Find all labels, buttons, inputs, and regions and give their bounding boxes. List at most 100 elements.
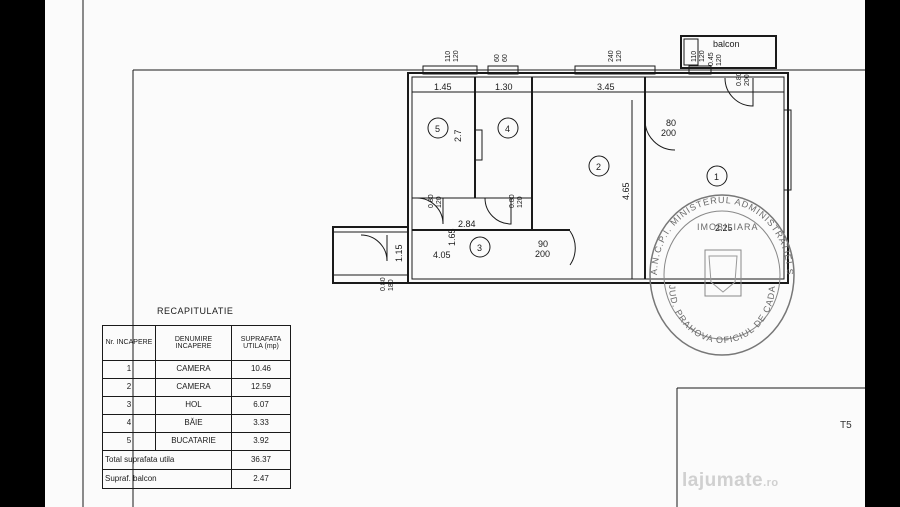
header-nr: Nr. INCAPERE	[102, 325, 156, 361]
window	[422, 65, 478, 75]
balcony-area-value: 2.47	[231, 469, 291, 489]
cell-nr: 2	[102, 378, 156, 397]
cell-area: 3.92	[231, 432, 291, 451]
cell-area: 6.07	[231, 396, 291, 415]
dim-window-2b: 60	[502, 54, 509, 62]
dim-window-3b: 120	[616, 50, 623, 62]
cadastre-stamp: A.N.C.P.I. MINISTERUL ADMINISTRATIEI SI …	[647, 190, 795, 356]
coat-of-arms-icon	[704, 249, 742, 297]
window	[487, 65, 519, 75]
door-arc	[484, 197, 512, 225]
cell-area: 3.33	[231, 414, 291, 433]
dim-window-4: 110	[691, 51, 698, 62]
recap-table: Nr. INCAPERE DENUMIRE INCAPERE SUPRAFATA…	[102, 325, 291, 489]
dim-window-4b: 120	[699, 50, 706, 62]
height-room-5: 2.7	[453, 129, 463, 142]
cell-name: CAMERA	[155, 378, 232, 397]
table-header-row: Nr. INCAPERE DENUMIRE INCAPERE SUPRAFATA…	[102, 325, 291, 361]
cell-nr: 3	[102, 396, 156, 415]
cell-nr: 1	[102, 360, 156, 379]
room-number-3: 3	[477, 243, 482, 253]
dim-window-3: 240	[608, 50, 615, 62]
table-row: 4 BĂIE 3.33	[102, 414, 291, 433]
door-label: 200	[535, 249, 550, 259]
cell-area: 10.46	[231, 360, 291, 379]
balcony	[680, 35, 777, 69]
door-label: 90	[538, 239, 548, 249]
total-row: Total suprafata utila 36.37	[102, 450, 291, 470]
dim-window-5: 0.45	[708, 52, 715, 66]
cell-name: BUCATARIE	[155, 432, 232, 451]
dim-window-1b: 120	[453, 50, 460, 62]
balcony-row: Supraf. balcon 2.47	[102, 469, 291, 489]
watermark-tld: .ro	[763, 477, 779, 489]
table-row: 2 CAMERA 12.59	[102, 378, 291, 397]
wall-niche	[475, 129, 483, 161]
door-arc	[360, 234, 388, 262]
window	[574, 65, 656, 75]
table-row: 1 CAMERA 10.46	[102, 360, 291, 379]
cell-name: HOL	[155, 396, 232, 415]
door-arc	[724, 77, 754, 107]
room-number-2: 2	[596, 162, 601, 172]
table-row: 5 BUCATARIE 3.92	[102, 432, 291, 451]
header-area: SUPRAFATA UTILA (mp)	[231, 325, 291, 361]
height-hall: 1.65	[447, 228, 457, 246]
room-marker	[706, 165, 728, 187]
door-label: 200	[661, 128, 676, 138]
watermark: lajumate.ro	[682, 470, 779, 492]
window	[688, 65, 712, 75]
door-arc	[416, 197, 444, 225]
watermark-name: lajumate	[682, 470, 764, 491]
room-marker	[427, 117, 449, 139]
door-label: 120	[436, 196, 443, 208]
stamp-outer-text: A.N.C.P.I. MINISTERUL ADMINISTRATIEI SI …	[647, 190, 795, 276]
room-number-5: 5	[435, 124, 440, 134]
stamp-center-text: IMOBILIARA	[697, 222, 759, 232]
cell-name: BĂIE	[155, 414, 232, 433]
door-label: 80	[666, 118, 676, 128]
balcony-label: balcon	[713, 39, 740, 49]
header-name: DENUMIRE INCAPERE	[155, 325, 232, 361]
room-number-1: 1	[714, 172, 719, 182]
width-room-4: 1.30	[495, 82, 513, 92]
door-arc	[569, 230, 576, 266]
cell-name: CAMERA	[155, 360, 232, 379]
dim-balcony-door-b: 200	[744, 74, 751, 86]
floor-plan: balcon 110 120 60 60 240 120 110 120 0.4…	[82, 0, 865, 507]
total-label: Total suprafata utila	[102, 450, 232, 470]
room-number-4: 4	[505, 124, 510, 134]
table-row: 3 HOL 6.07	[102, 396, 291, 415]
outer-walls	[407, 72, 789, 284]
cell-nr: 5	[102, 432, 156, 451]
cell-area: 12.59	[231, 378, 291, 397]
dim-window-1: 110	[445, 51, 452, 62]
dim-window-5b: 120	[716, 54, 723, 66]
room-marker	[497, 117, 519, 139]
height-room-2: 4.65	[621, 182, 631, 200]
document-sheet: balcon 110 120 60 60 240 120 110 120 0.4…	[45, 0, 865, 507]
dim-window-2: 60	[494, 54, 501, 62]
window	[783, 109, 792, 191]
door-label: 120	[517, 196, 524, 208]
door-label: 180	[388, 279, 395, 291]
room-marker	[588, 155, 610, 177]
height-entry: 1.15	[394, 244, 404, 262]
recap-title: RECAPITULATIE	[157, 306, 234, 316]
hall-width-top: 2.84	[458, 219, 476, 229]
balcony-window	[683, 38, 699, 66]
dim-balcony-door: 0.80	[736, 72, 743, 86]
room-marker	[469, 236, 491, 258]
shield-icon	[708, 255, 738, 293]
hall-width-bottom: 4.05	[433, 250, 451, 260]
cell-nr: 4	[102, 414, 156, 433]
total-value: 36.37	[231, 450, 291, 470]
door-label: 0.80	[509, 194, 516, 208]
width-room-5: 1.45	[434, 82, 452, 92]
door-label: 0.80	[428, 194, 435, 208]
page-mark: T5	[840, 420, 852, 431]
width-room-1: 2.25	[715, 223, 733, 233]
entry-walls	[332, 226, 408, 284]
balcony-area-label: Supraf. balcon	[102, 469, 232, 489]
width-room-2: 3.45	[597, 82, 615, 92]
